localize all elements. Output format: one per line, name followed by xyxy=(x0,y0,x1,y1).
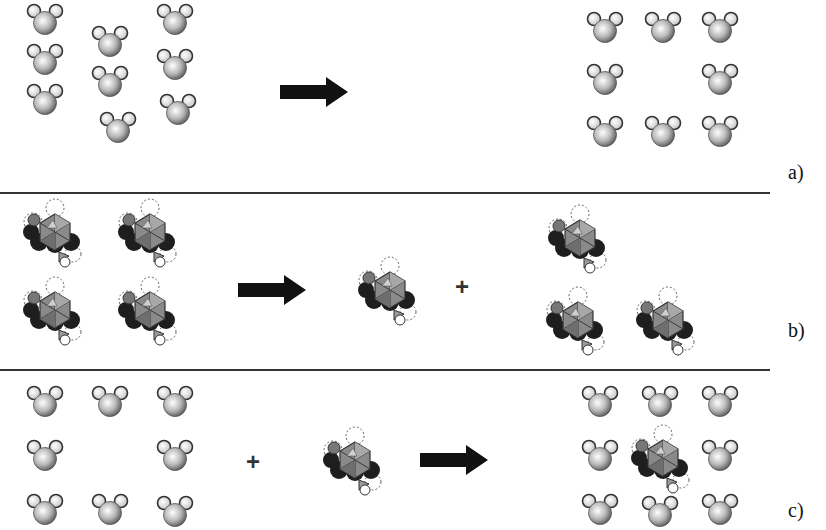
reaction-arrow xyxy=(420,445,488,475)
solute-molecule xyxy=(323,427,381,495)
separator xyxy=(0,369,770,371)
separator xyxy=(0,192,770,194)
solute-molecule xyxy=(358,257,416,325)
panel-label: a) xyxy=(788,162,804,182)
water-molecules xyxy=(28,5,196,143)
reaction-arrow xyxy=(238,275,306,305)
reaction-arrow xyxy=(280,77,348,107)
panel-label: b) xyxy=(788,320,805,340)
solute-molecules xyxy=(546,205,694,355)
solute-molecules xyxy=(23,199,176,345)
hydrated-solute xyxy=(583,387,738,527)
plus-sign: + xyxy=(246,450,260,474)
water-cavity xyxy=(588,13,738,147)
water-cavity xyxy=(28,387,193,527)
panel-label: c) xyxy=(788,500,804,520)
plus-sign: + xyxy=(455,275,469,299)
